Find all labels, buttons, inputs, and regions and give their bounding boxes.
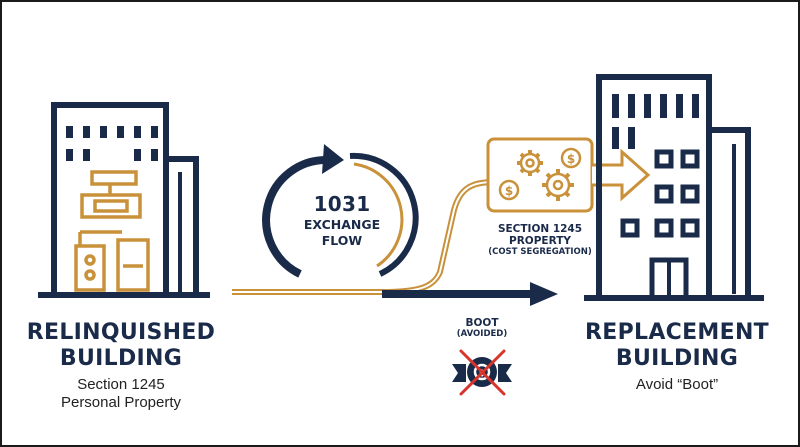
cycle-label: 1031 EXCHANGE FLOW <box>302 193 382 249</box>
boot-line1: BOOT <box>465 317 499 329</box>
relinquished-sub-line1: Section 1245 <box>77 376 165 393</box>
cycle-line2: EXCHANGE <box>303 217 381 232</box>
flow-arrow-icon <box>232 179 558 306</box>
section1245-label: SECTION 1245 PROPERTY (COST SEGREGATION) <box>480 223 600 257</box>
svg-text:$: $ <box>505 184 513 198</box>
replacement-sub: Avoid “Boot” <box>635 376 719 393</box>
cycle-line3: FLOW <box>321 233 363 248</box>
section1245-line2: PROPERTY <box>509 235 571 247</box>
cycle-number: 1031 <box>313 192 371 216</box>
relinquished-sub-line2: Personal Property <box>60 394 182 411</box>
replacement-label: REPLACEMENT BUILDING Avoid “Boot” <box>562 320 792 394</box>
replacement-title-line1: REPLACEMENT <box>585 320 769 345</box>
boot-line2: (AVOIDED) <box>456 329 508 339</box>
section1245-line1: SECTION 1245 <box>497 223 583 235</box>
section1245-line3: (COST SEGREGATION) <box>488 247 592 257</box>
exchange-cycle-icon <box>262 144 419 278</box>
personal-property-icon <box>74 170 150 292</box>
boot-label: BOOT (AVOIDED) <box>442 317 522 339</box>
replacement-window-grid <box>620 149 700 238</box>
relinquished-building-icon <box>38 102 210 298</box>
replacement-title-line2: BUILDING <box>615 346 739 371</box>
relinquished-windows <box>66 126 158 161</box>
replacement-windows <box>612 94 699 149</box>
relinquished-label: RELINQUISHED BUILDING Section 1245 Perso… <box>16 320 226 412</box>
relinquished-title-line1: RELINQUISHED <box>26 320 216 345</box>
svg-text:$: $ <box>567 152 575 166</box>
gear-icon <box>517 150 574 201</box>
relinquished-title-line2: BUILDING <box>59 346 183 371</box>
cross-out-icon <box>459 349 506 396</box>
dollar-coin-icon: $ $ <box>498 147 582 201</box>
replacement-building-icon <box>584 74 764 301</box>
